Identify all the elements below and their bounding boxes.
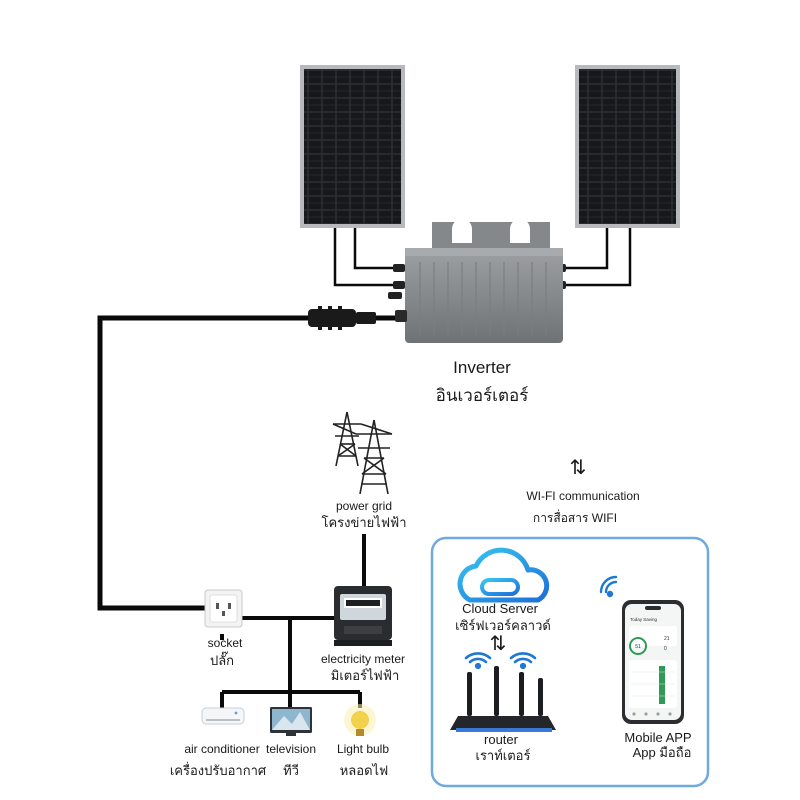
cloud-icon xyxy=(457,547,550,603)
panel-cables xyxy=(333,228,632,287)
inverter-label-th: อินเวอร์เตอร์ xyxy=(436,386,529,405)
meter-label-th: มิเตอร์ไฟฟ้า xyxy=(331,668,400,683)
phone-screen-title: Today Saving xyxy=(630,617,658,622)
television-label-en: television xyxy=(266,742,316,756)
phone-stat-3: 0 xyxy=(664,646,667,652)
solar-panel-right xyxy=(575,65,680,228)
mobile-label-th: App มือถือ xyxy=(633,745,692,760)
light-bulb-icon xyxy=(344,704,376,736)
house-wiring xyxy=(220,616,362,708)
router-label-th: เราท์เตอร์ xyxy=(476,748,531,763)
air-conditioner-label-en: air conditioner xyxy=(184,742,259,756)
wifi-label-en: WI-FI communication xyxy=(526,489,639,503)
mobile-phone: Today Saving 51 21 0 xyxy=(622,600,684,724)
phone-wifi-icon xyxy=(599,575,618,598)
light-bulb-label-th: หลอดไฟ xyxy=(340,763,389,778)
wifi-label-th: การสื่อสาร WIFI xyxy=(533,509,617,525)
router-label-en: router xyxy=(484,732,519,747)
power-grid-label-th: โครงข่ายไฟฟ้า xyxy=(321,515,406,530)
socket-label-th: ปลั๊ก xyxy=(210,651,234,668)
television-icon xyxy=(270,707,312,736)
light-bulb-label-en: Light bulb xyxy=(337,742,389,756)
socket-icon xyxy=(204,589,243,628)
inverter-label-en: Inverter xyxy=(453,358,511,377)
power-grid-label-en: power grid xyxy=(336,499,392,513)
air-conditioner-icon xyxy=(201,707,245,725)
inverter-device xyxy=(388,219,563,343)
electricity-meter-icon xyxy=(334,586,392,646)
wifi-icon xyxy=(464,652,537,670)
ac-connector xyxy=(308,306,376,330)
cloud-label-en: Cloud Server xyxy=(462,601,539,616)
solar-panel-left xyxy=(300,65,405,228)
wifi-arrows: ⇅ xyxy=(570,457,587,479)
cloud-label-th: เซิร์ฟเวอร์คลาวด์ xyxy=(455,618,551,633)
power-grid-towers xyxy=(332,411,393,495)
television-label-th: ทีวี xyxy=(283,763,299,778)
cloud-router-arrows: ⇅ xyxy=(490,633,507,655)
socket-label-en: socket xyxy=(208,636,243,650)
mobile-label-en: Mobile APP xyxy=(624,730,691,745)
meter-label-en: electricity meter xyxy=(321,652,405,666)
router-icon xyxy=(450,666,556,732)
phone-stat-2: 21 xyxy=(664,636,670,642)
air-conditioner-label-th: เครื่องปรับอากาศ xyxy=(170,762,267,778)
ac-cable xyxy=(97,306,395,611)
phone-stat-1: 51 xyxy=(635,644,641,650)
